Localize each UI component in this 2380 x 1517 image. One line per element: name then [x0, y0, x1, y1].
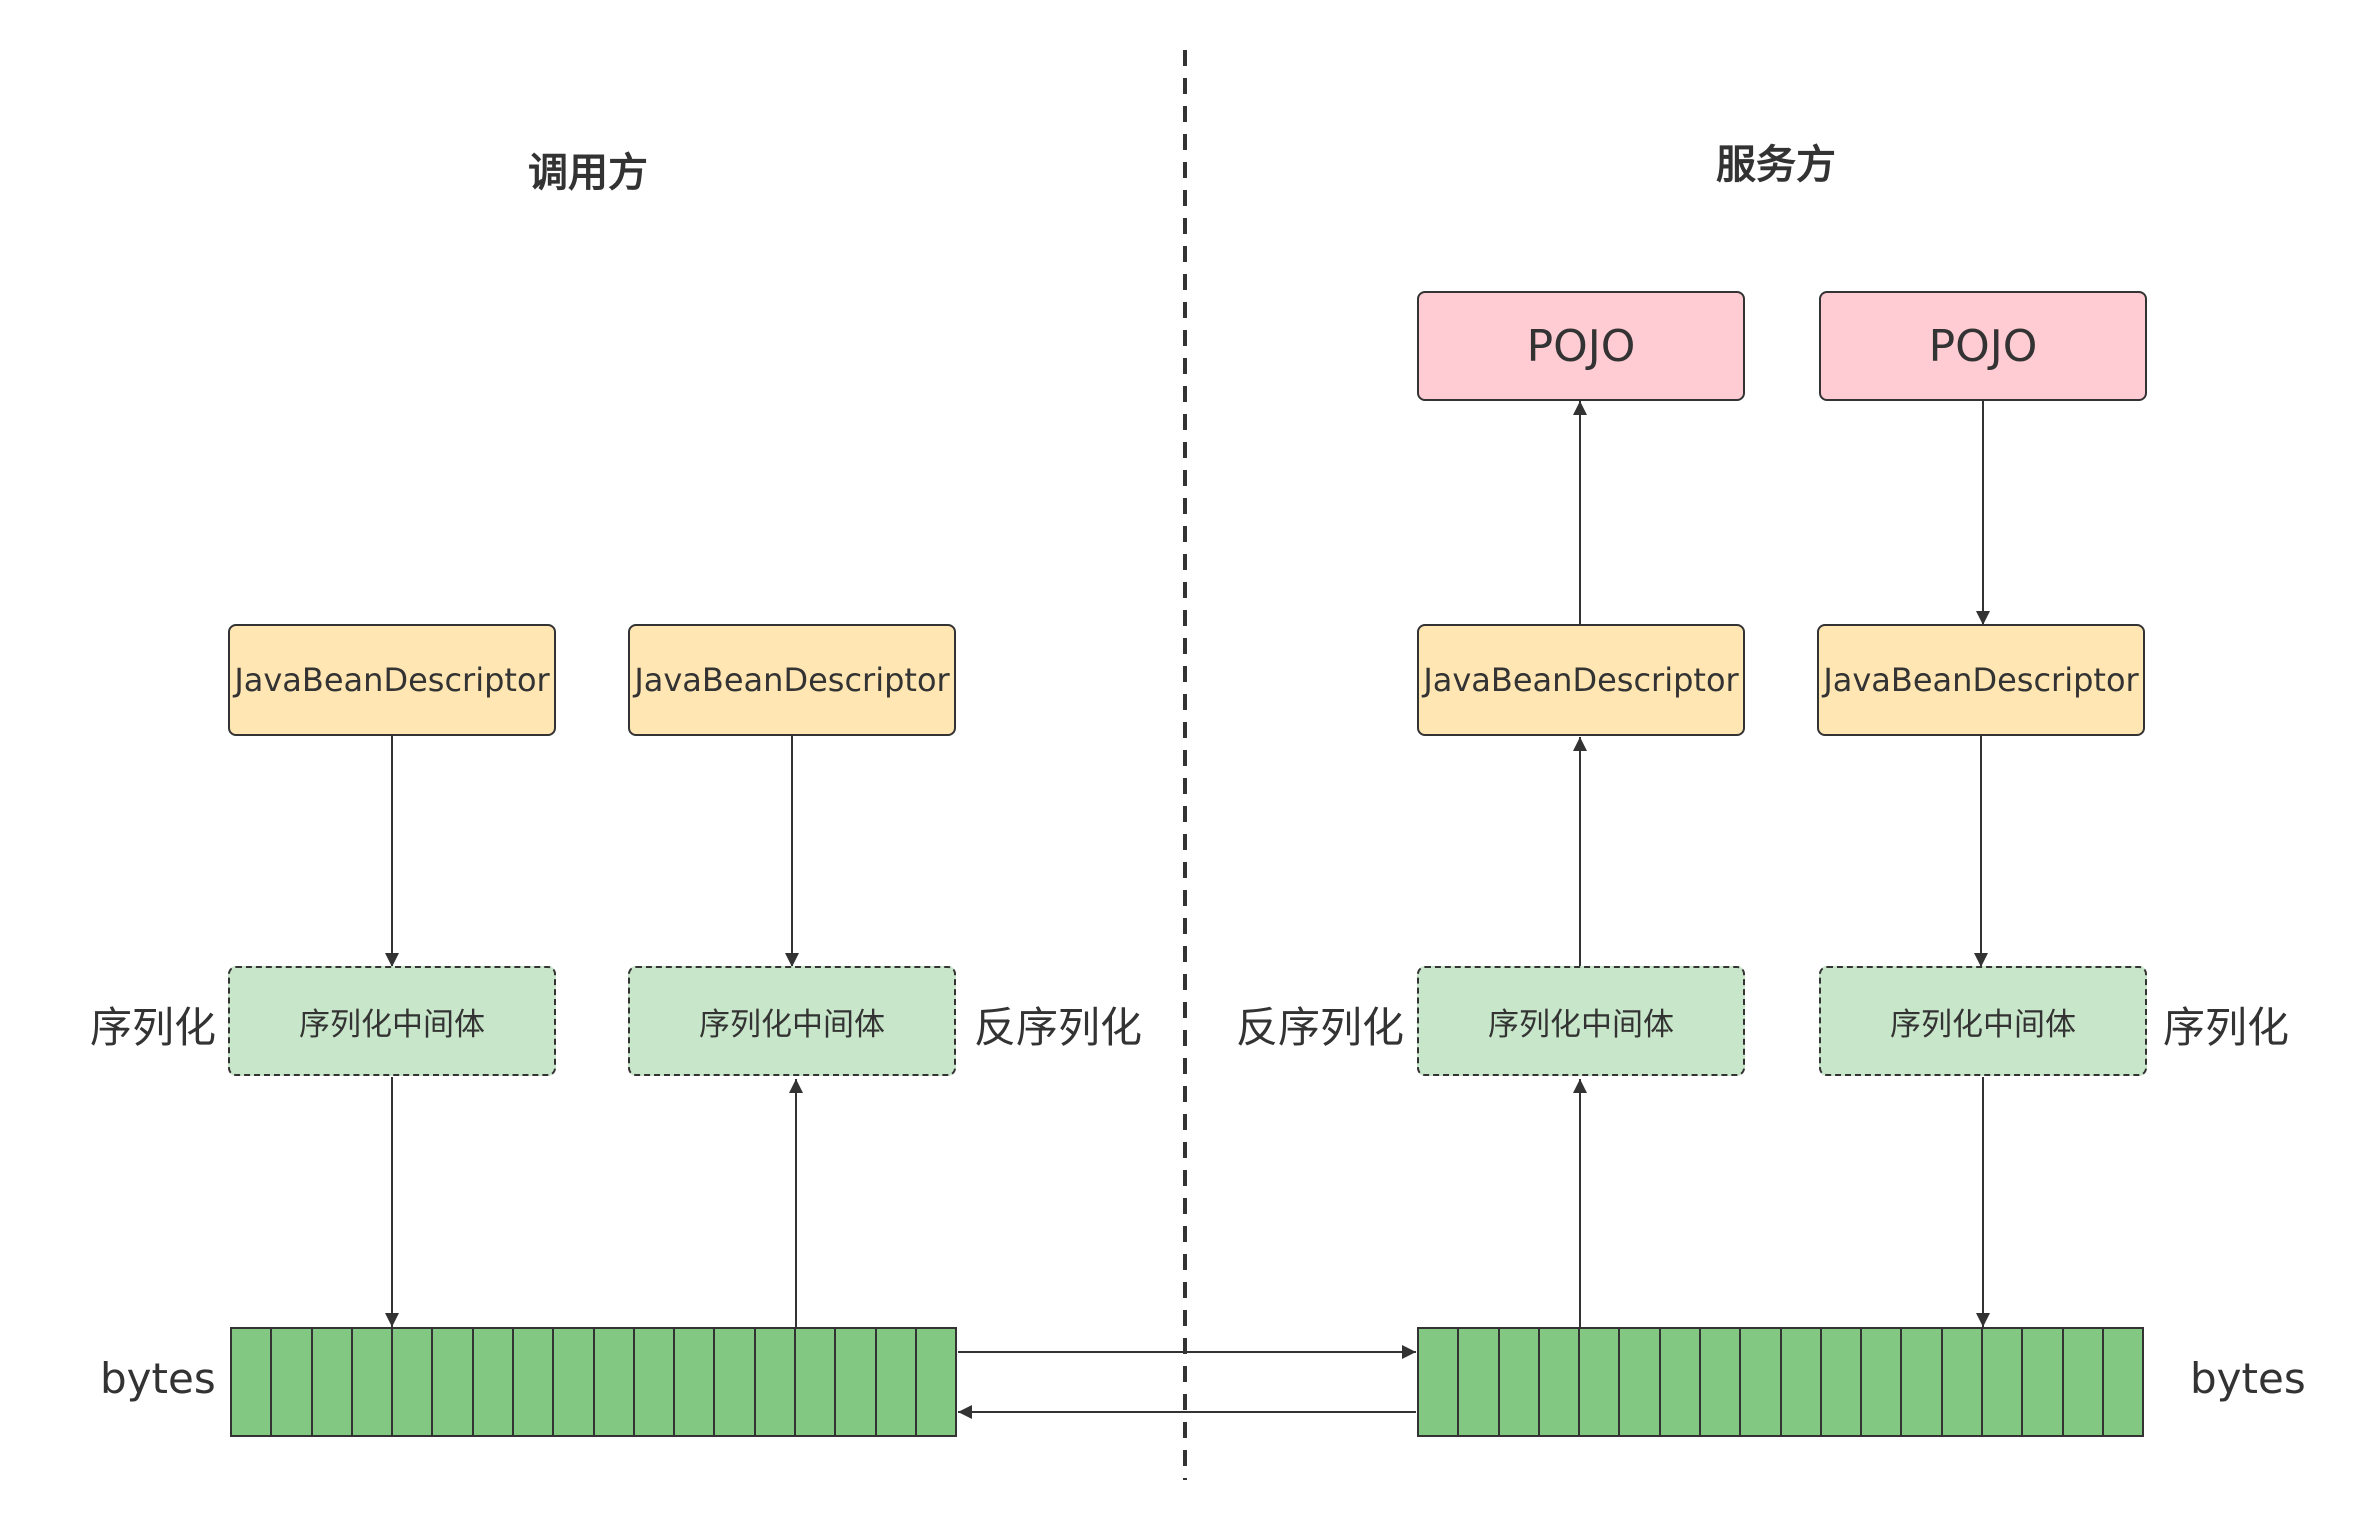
byte-cell: [2023, 1329, 2064, 1435]
byte-cell: [1419, 1329, 1460, 1435]
byte-cell: [635, 1329, 676, 1435]
byte-cell: [1620, 1329, 1661, 1435]
byte-cell: [393, 1329, 434, 1435]
caller-intermediate-serialize: 序列化中间体: [228, 966, 556, 1076]
byte-cell: [1943, 1329, 1983, 1435]
byte-cell: [675, 1329, 716, 1435]
caller-deserialize-label: 反序列化: [974, 1003, 1143, 1052]
byte-cell: [1782, 1329, 1822, 1435]
caller-descriptor-serialize: JavaBeanDescriptor: [228, 624, 556, 736]
byte-cell: [554, 1329, 595, 1435]
provider-pojo-deserialized: POJO: [1417, 291, 1745, 401]
byte-cell: [796, 1329, 837, 1435]
byte-cell: [272, 1329, 313, 1435]
byte-cell: [313, 1329, 353, 1435]
provider-deserialize-label: 反序列化: [1236, 1003, 1405, 1052]
byte-cell: [836, 1329, 877, 1435]
byte-cell: [595, 1329, 635, 1435]
byte-cell: [1580, 1329, 1621, 1435]
byte-cell: [1459, 1329, 1500, 1435]
caller-title: 调用方: [528, 150, 648, 196]
byte-cell: [353, 1329, 394, 1435]
byte-cell: [232, 1329, 273, 1435]
caller-serialize-label: 序列化: [90, 1003, 217, 1052]
provider-byte-array: [1417, 1327, 2144, 1437]
byte-cell: [2064, 1329, 2104, 1435]
byte-cell: [877, 1329, 917, 1435]
byte-cell: [1701, 1329, 1742, 1435]
byte-cell: [1661, 1329, 1701, 1435]
caller-descriptor-deserialize: JavaBeanDescriptor: [628, 624, 956, 736]
byte-cell: [756, 1329, 796, 1435]
provider-intermediate-serialize: 序列化中间体: [1819, 966, 2147, 1076]
byte-cell: [1902, 1329, 1943, 1435]
byte-cell: [1983, 1329, 2024, 1435]
provider-title: 服务方: [1716, 142, 1836, 188]
byte-cell: [474, 1329, 514, 1435]
byte-cell: [1741, 1329, 1782, 1435]
byte-cell: [1862, 1329, 1903, 1435]
caller-bytes-label: bytes: [100, 1354, 216, 1403]
caller-byte-array: [230, 1327, 957, 1437]
provider-descriptor-deserialize: JavaBeanDescriptor: [1417, 624, 1745, 736]
provider-intermediate-deserialize: 序列化中间体: [1417, 966, 1745, 1076]
byte-cell: [1500, 1329, 1540, 1435]
provider-bytes-label: bytes: [2190, 1354, 2306, 1403]
byte-cell: [433, 1329, 474, 1435]
byte-cell: [1540, 1329, 1581, 1435]
byte-cell: [1822, 1329, 1863, 1435]
caller-intermediate-deserialize: 序列化中间体: [628, 966, 956, 1076]
byte-cell: [715, 1329, 756, 1435]
provider-pojo-source: POJO: [1819, 291, 2147, 401]
provider-descriptor-serialize: JavaBeanDescriptor: [1817, 624, 2145, 736]
provider-serialize-label: 序列化: [2163, 1003, 2290, 1052]
byte-cell: [514, 1329, 555, 1435]
byte-cell: [2104, 1329, 2142, 1435]
byte-cell: [917, 1329, 955, 1435]
